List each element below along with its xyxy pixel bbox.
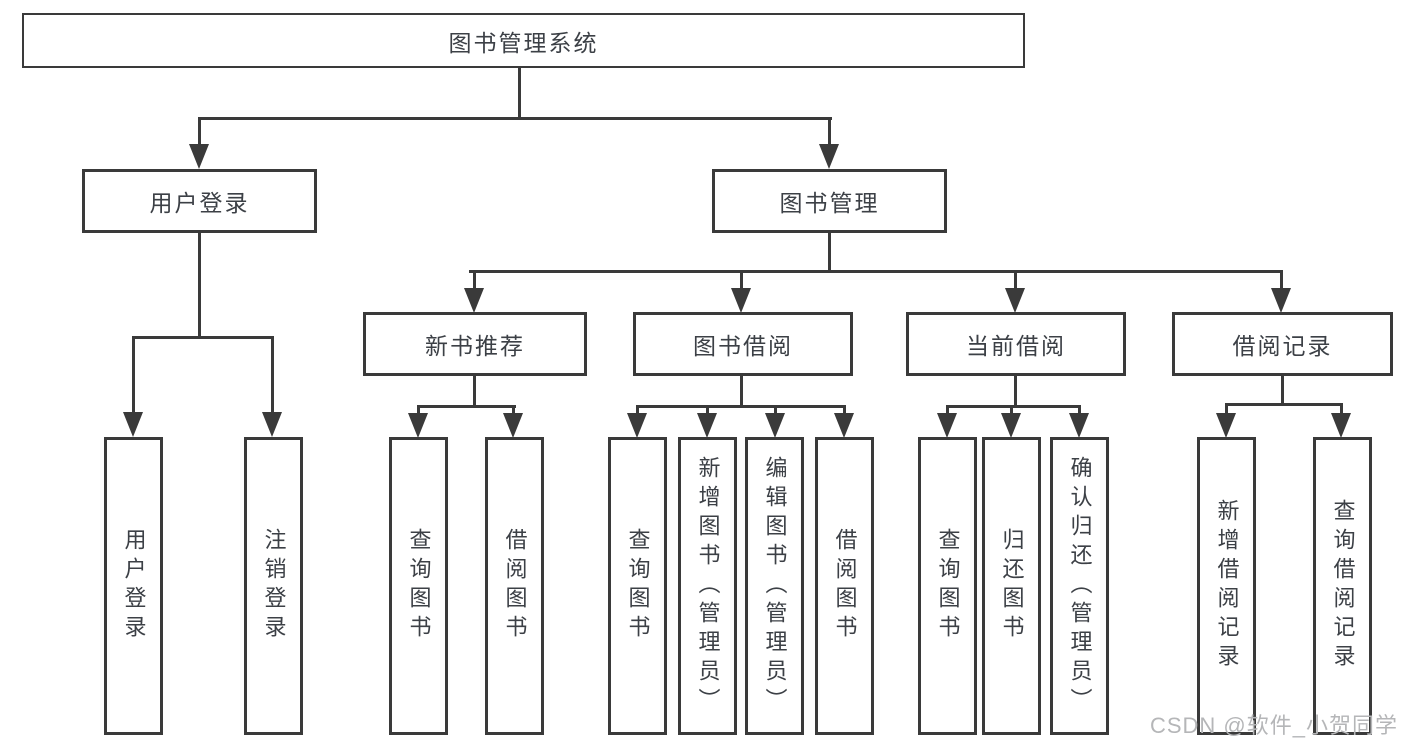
connector-to-book-management: [828, 117, 831, 149]
leaf-label: 注销登录: [261, 528, 287, 644]
arrow-down-icon: [765, 413, 785, 438]
connector-new-book-stem: [473, 376, 476, 407]
leaf-return-book: 归还图书: [982, 437, 1041, 735]
node-label: 新书推荐: [425, 333, 525, 359]
leaf-label: 用户登录: [121, 528, 147, 644]
connector-leaf-stem: [706, 405, 709, 417]
connector-leaf-stem: [636, 405, 639, 417]
csdn-watermark: CSDN @软件_小贺同学: [1149, 713, 1398, 738]
connector-leaf-stem: [417, 405, 420, 417]
connector-root-stem: [518, 68, 521, 118]
connector-to-user-login: [198, 117, 201, 149]
leaf-add-borrow-record: 新增借阅记录: [1197, 437, 1256, 735]
arrow-down-icon: [731, 288, 751, 313]
connector-book-mgmt-stem: [828, 233, 831, 272]
arrow-down-icon: [697, 413, 717, 438]
leaf-label: 编辑图书（管理员）: [762, 455, 788, 717]
node-label: 借阅记录: [1232, 333, 1333, 359]
node-book-management: 图书管理: [712, 169, 947, 233]
leaf-label: 借阅图书: [502, 528, 528, 644]
connector-leaf-stem: [1340, 403, 1343, 417]
leaf-edit-book-admin: 编辑图书（管理员）: [745, 437, 804, 735]
connector-user-login-rail: [132, 336, 274, 339]
connector-to-records: [1280, 270, 1283, 292]
arrow-down-icon: [1069, 413, 1089, 438]
node-label: 图书管理系统: [448, 29, 599, 56]
leaf-label: 查询借阅记录: [1330, 499, 1356, 673]
arrow-down-icon: [1001, 413, 1021, 438]
arrow-down-icon: [262, 412, 282, 437]
connector-leaf-stem: [843, 405, 846, 417]
node-borrowing-records: 借阅记录: [1172, 312, 1393, 376]
arrow-down-icon: [819, 144, 839, 169]
arrow-down-icon: [1005, 288, 1025, 313]
connector-new-book-rail: [417, 405, 516, 408]
connector-leaf-stem: [946, 405, 949, 417]
leaf-user-login: 用户登录: [104, 437, 163, 735]
arrow-down-icon: [464, 288, 484, 313]
connector-leaf-stem: [774, 405, 777, 417]
node-current-borrowing: 当前借阅: [906, 312, 1126, 376]
arrow-down-icon: [123, 412, 143, 437]
connector-to-new-book: [473, 270, 476, 292]
arrow-down-icon: [1216, 413, 1236, 438]
connector-level1-rail: [198, 117, 832, 120]
node-book-borrowing: 图书借阅: [633, 312, 853, 376]
leaf-label: 查询图书: [406, 528, 432, 644]
arrow-down-icon: [937, 413, 957, 438]
connector-level2-rail: [469, 270, 1283, 273]
node-label: 图书借阅: [693, 333, 793, 359]
arrow-down-icon: [627, 413, 647, 438]
leaf-logout: 注销登录: [244, 437, 303, 735]
connector-to-current-borrow: [1014, 270, 1017, 292]
connector-book-borrow-rail: [636, 405, 845, 408]
leaf-label: 借阅图书: [832, 528, 858, 644]
leaf-label: 查询图书: [625, 528, 651, 644]
connector-current-borrow-rail: [946, 405, 1080, 408]
leaf-query-books-borrowing: 查询图书: [608, 437, 667, 735]
leaf-label: 归还图书: [999, 528, 1025, 644]
leaf-label: 新增图书（管理员）: [695, 455, 721, 717]
arrow-down-icon: [834, 413, 854, 438]
leaf-query-borrow-record: 查询借阅记录: [1313, 437, 1372, 735]
connector-leaf-stem: [512, 405, 515, 417]
arrow-down-icon: [503, 413, 523, 438]
arrow-down-icon: [408, 413, 428, 438]
leaf-label: 查询图书: [935, 528, 961, 644]
arrow-down-icon: [1271, 288, 1291, 313]
leaf-query-books-current: 查询图书: [918, 437, 977, 735]
node-user-login: 用户登录: [82, 169, 317, 233]
connector-user-login-stem: [198, 233, 201, 337]
connector-to-leaf-logout: [271, 336, 274, 414]
node-new-book-recommendation: 新书推荐: [363, 312, 587, 376]
leaf-confirm-return-admin: 确认归还（管理员）: [1050, 437, 1109, 735]
leaf-label: 新增借阅记录: [1214, 499, 1240, 673]
node-label: 用户登录: [149, 190, 250, 216]
connector-book-borrow-stem: [740, 376, 743, 407]
arrow-down-icon: [189, 144, 209, 169]
node-label: 当前借阅: [966, 333, 1066, 359]
leaf-query-books-recommend: 查询图书: [389, 437, 448, 735]
connector-to-leaf-user-login: [132, 336, 135, 414]
connector-leaf-stem: [1078, 405, 1081, 417]
arrow-down-icon: [1331, 413, 1351, 438]
leaf-label: 确认归还（管理员）: [1067, 455, 1093, 717]
leaf-borrow-books-borrowing: 借阅图书: [815, 437, 874, 735]
node-label: 图书管理: [779, 190, 880, 216]
connector-records-stem: [1281, 376, 1284, 405]
connector-records-rail: [1225, 403, 1343, 406]
node-library-system-root: 图书管理系统: [22, 13, 1025, 68]
connector-current-borrow-stem: [1014, 376, 1017, 407]
connector-leaf-stem: [1010, 405, 1013, 417]
leaf-add-book-admin: 新增图书（管理员）: [678, 437, 737, 735]
leaf-borrow-books-recommend: 借阅图书: [485, 437, 544, 735]
connector-to-book-borrow: [740, 270, 743, 292]
connector-leaf-stem: [1225, 403, 1228, 417]
